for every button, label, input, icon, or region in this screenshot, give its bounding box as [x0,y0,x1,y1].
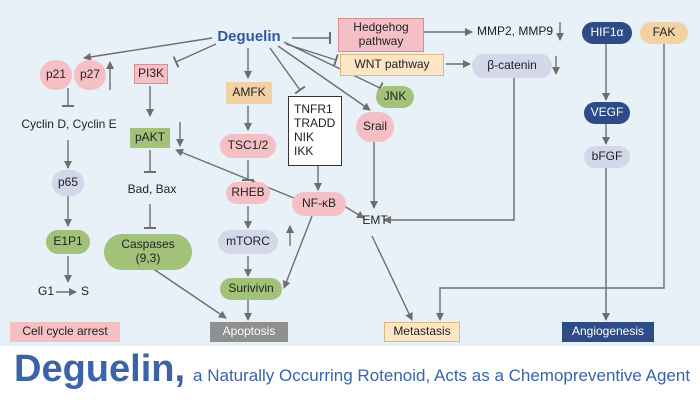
tnfr-line-3: IKK [294,143,314,158]
p27-node: p27 [74,60,106,90]
e1p1-node: E1P1 [46,230,90,254]
edge-deguelin-srail [277,45,371,111]
outcome-metastasis: Metastasis [384,322,460,342]
outcome-apoptosis: Apoptosis [210,322,288,342]
p21-node: p21 [40,60,72,90]
wnt-node: WNT pathway [340,54,444,76]
edge-caspases-apoptosis [151,267,227,319]
pakt-node: pAKT [130,128,170,148]
srail-node: Srail [356,112,394,142]
edge-fak-metastasis [436,42,665,321]
mmp-node: MMP2, MMP9 [476,24,553,39]
surivivin-node: Surivivin [220,278,282,300]
rheb-node: RHEB [226,182,270,204]
edge-nfkb-emt [343,205,365,219]
edge-emt-metastasis [371,235,413,321]
cyclin-node: Cyclin D, Cyclin E [21,117,117,132]
p65-node: p65 [52,170,84,196]
outcome-angiogenesis: Angiogenesis [562,322,654,342]
hif-node: HIF1α [582,22,632,44]
g1-node: G1 [37,284,54,299]
edge-deguelin-pi3k [172,43,217,68]
nfkb-node: NF-κB [292,192,346,216]
fak-node: FAK [640,22,688,44]
edge-deguelin-tnfr [269,47,306,95]
pi3k-node: PI3K [134,64,168,84]
vegf-node: VEGF [584,102,630,124]
emt-node: EMT [362,213,388,228]
tsc-node: TSC1/2 [220,134,276,158]
edge-nfkb-pakt [175,148,295,199]
edge-deguelin-jnk [283,41,384,94]
amfk-node: AMFK [226,82,272,104]
edge-deguelin-wnt [285,43,339,67]
tnfr-complex-box: TNFR1 TRADD NIK IKK [288,96,342,166]
deguelin-node: Deguelin [217,28,281,46]
tnfr-line-0: TNFR1 [294,102,333,117]
badbax-node: Bad, Bax [127,182,177,197]
jnk-node: JNK [376,86,414,108]
caspases-node: Caspases (9,3) [104,234,192,270]
tnfr-line-2: NIK [294,130,315,144]
title-main: Deguelin, [14,348,186,390]
title-subtitle: a Naturally Occurring Rotenoid, Acts as … [193,366,691,385]
bcatenin-node: β-catenin [472,54,552,78]
edge-bcatenin-emt [383,78,515,224]
page-title: Deguelin, a Naturally Occurring Rotenoid… [14,348,690,396]
edge-nfkb-surivivin [282,215,313,289]
connector-layer [56,22,665,321]
outcome-cell-cycle-arrest: Cell cycle arrest [10,322,120,342]
bfgf-node: bFGF [584,146,630,168]
hedgehog-node: Hedgehog pathway [338,18,424,52]
mtorc-node: mTORC [218,230,278,254]
edge-deguelin-p21 [83,37,213,61]
s-node: S [80,284,89,299]
tnfr-line-1: TRADD [294,116,336,131]
